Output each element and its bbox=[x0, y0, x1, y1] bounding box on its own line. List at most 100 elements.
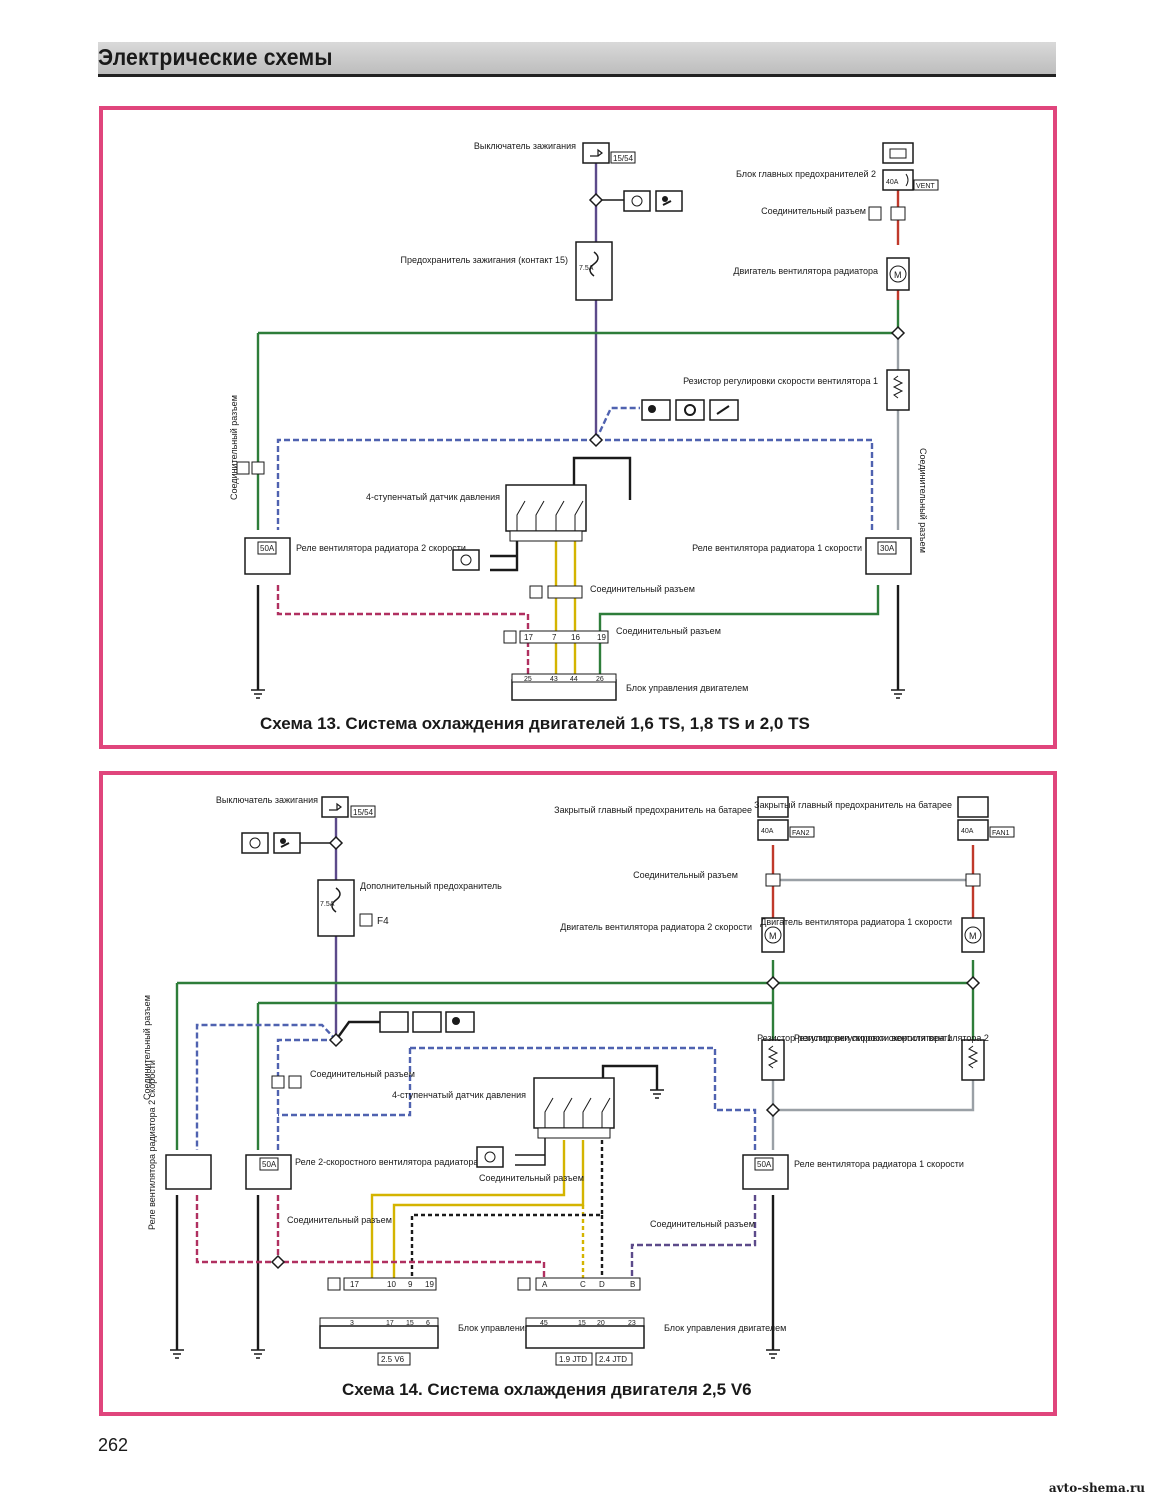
pressure-sensor-icon bbox=[452, 549, 480, 571]
fan1-tag: FAN1 bbox=[992, 830, 1010, 837]
abs-icon bbox=[241, 832, 269, 854]
relay-left bbox=[165, 1154, 212, 1190]
wire-motor-out bbox=[771, 960, 975, 1040]
conn-pin: 19 bbox=[597, 633, 606, 642]
watermark: avto-shema.ru bbox=[1048, 1481, 1145, 1495]
battery-icon bbox=[882, 142, 914, 164]
conn-lower-label: Соединительный разъем bbox=[616, 626, 721, 636]
airbag-icon bbox=[273, 832, 301, 854]
conn-pin: 9 bbox=[408, 1280, 413, 1289]
cold-start-icon bbox=[641, 399, 671, 421]
conn-pin: 19 bbox=[425, 1280, 434, 1289]
wire-ps-ground bbox=[572, 456, 632, 500]
conn-pin: C bbox=[580, 1280, 586, 1289]
relay-mid-label: Реле 2-скоростного вентилятора радиатора bbox=[295, 1157, 478, 1167]
ecu-left bbox=[319, 1317, 439, 1349]
svg-text:M: M bbox=[969, 931, 977, 941]
wire-blue-14 bbox=[195, 1023, 757, 1150]
conn-lower-label-14: Соединительный разъем bbox=[287, 1215, 392, 1225]
conn-left-label: Соединительный разъем bbox=[229, 395, 239, 500]
wire-ps-ground-14 bbox=[601, 1064, 659, 1090]
fan-motor-2-label: Двигатель вентилятора радиатора 2 скорос… bbox=[560, 922, 752, 932]
fan-motor-1: M bbox=[961, 917, 985, 953]
pressure-switch-label: 4-ступенчатый датчик давления bbox=[366, 492, 500, 502]
wire-resistors bbox=[771, 1080, 975, 1150]
ecu-pin: 15 bbox=[406, 1320, 414, 1327]
svg-text:M: M bbox=[894, 270, 902, 280]
ecu-right-label: Блок управления двигателем bbox=[664, 1323, 786, 1333]
aux-fuse-id: F4 bbox=[377, 916, 389, 927]
closed-fuse-label-2: Закрытый главный предохранитель на батар… bbox=[554, 805, 752, 815]
ign-fuse bbox=[575, 241, 613, 301]
junction-harness bbox=[328, 1032, 344, 1048]
junction-blue bbox=[588, 432, 604, 448]
wire-blue-branch bbox=[276, 406, 874, 530]
conn-right-label-14: Соединительный разъем bbox=[650, 1219, 755, 1229]
scheme-13-caption: Схема 13. Система охлаждения двигателей … bbox=[260, 714, 810, 733]
relay1-label: Реле вентилятора радиатора 1 скорости bbox=[692, 543, 862, 553]
conn-pin: 17 bbox=[350, 1280, 359, 1289]
relay2-rating: 50A bbox=[260, 544, 275, 553]
header-bar bbox=[98, 42, 1056, 77]
ign-fuse-label: Предохранитель зажигания (контакт 15) bbox=[401, 255, 568, 265]
junction-ign bbox=[588, 192, 604, 208]
pressure-switch-label-14: 4-ступенчатый датчик давления bbox=[392, 1090, 526, 1100]
wire-black-14 bbox=[410, 1140, 604, 1290]
abs-icon bbox=[623, 190, 651, 212]
main-fuse bbox=[882, 169, 914, 191]
ecu-pin: 6 bbox=[426, 1320, 430, 1327]
scheme-14-caption: Схема 14. Система охлаждения двигателя 2… bbox=[342, 1380, 752, 1399]
wire-relay1-ecu bbox=[598, 585, 880, 680]
fuse-rating-2: 40A bbox=[761, 828, 774, 835]
conn-pin: D bbox=[599, 1280, 605, 1289]
resistor-1-label: Резистор регулировки скорости вентилятор… bbox=[757, 1033, 952, 1043]
ignition-switch-icon bbox=[321, 796, 376, 818]
ecu bbox=[511, 673, 617, 701]
conn-mid-label-14: Соединительный разъем bbox=[310, 1069, 415, 1079]
fan-motor-label: Двигатель вентилятора радиатора bbox=[733, 266, 878, 276]
main-fuse-tag: VENT bbox=[916, 183, 935, 190]
junction-ign-14 bbox=[328, 835, 344, 851]
resistor-2 bbox=[761, 1039, 785, 1081]
conn-b-label-14: Соединительный разъем bbox=[633, 870, 738, 880]
main-fuse-rating: 40A bbox=[886, 179, 899, 186]
ignition-switch-label-14: Выключатель зажигания bbox=[216, 795, 318, 805]
fan-motor: M bbox=[886, 257, 910, 291]
ecu-pin: 17 bbox=[386, 1320, 394, 1327]
page-title: Электрические схемы bbox=[98, 44, 333, 70]
svg-text:M: M bbox=[769, 931, 777, 941]
conn-mid-label: Соединительный разъем bbox=[590, 584, 695, 594]
resistor-2-label: Резистор регулировки скорости вентилятор… bbox=[794, 1033, 989, 1043]
pressure-switch-14 bbox=[533, 1077, 615, 1139]
ecu-pin: 15 bbox=[578, 1320, 586, 1327]
wire-icons-14 bbox=[335, 1020, 380, 1041]
relay-right bbox=[742, 1154, 789, 1190]
junction-green-14a bbox=[765, 975, 781, 991]
pressure-switch bbox=[505, 484, 587, 542]
relay-2-speed bbox=[244, 537, 291, 575]
conn-pin: B bbox=[630, 1280, 635, 1289]
ecu-pin: 44 bbox=[570, 676, 578, 683]
relay1-rating: 30A bbox=[880, 544, 895, 553]
gear-icon bbox=[675, 399, 705, 421]
conn-pin: 10 bbox=[387, 1280, 396, 1289]
fan-motor-1-label: Двигатель вентилятора радиатора 1 скорос… bbox=[760, 917, 952, 927]
conn-b-label: Соединительный разъем bbox=[761, 206, 866, 216]
pressure-sensor-icon bbox=[476, 1146, 504, 1168]
wire-ps-sensor bbox=[490, 540, 519, 572]
ecu-pin: 45 bbox=[540, 1320, 548, 1327]
ground-icon bbox=[170, 1089, 780, 1359]
ecu-right bbox=[525, 1317, 645, 1349]
wire-grounds-14 bbox=[175, 1195, 775, 1350]
fan2-tag: FAN2 bbox=[792, 830, 810, 837]
ecu-label: Блок управления двигателем bbox=[626, 683, 748, 693]
relay-1-speed bbox=[865, 537, 912, 575]
ignition-switch-label: Выключатель зажигания bbox=[474, 141, 576, 151]
wire-violet-14 bbox=[630, 1195, 757, 1290]
ecu-pin: 43 bbox=[550, 676, 558, 683]
conn-pin: A bbox=[542, 1280, 548, 1289]
junction-green-14b bbox=[965, 975, 981, 991]
junction-pink bbox=[270, 1254, 286, 1270]
main-fuse-label: Блок главных предохранителей 2 bbox=[736, 169, 876, 179]
resistor bbox=[886, 369, 910, 411]
